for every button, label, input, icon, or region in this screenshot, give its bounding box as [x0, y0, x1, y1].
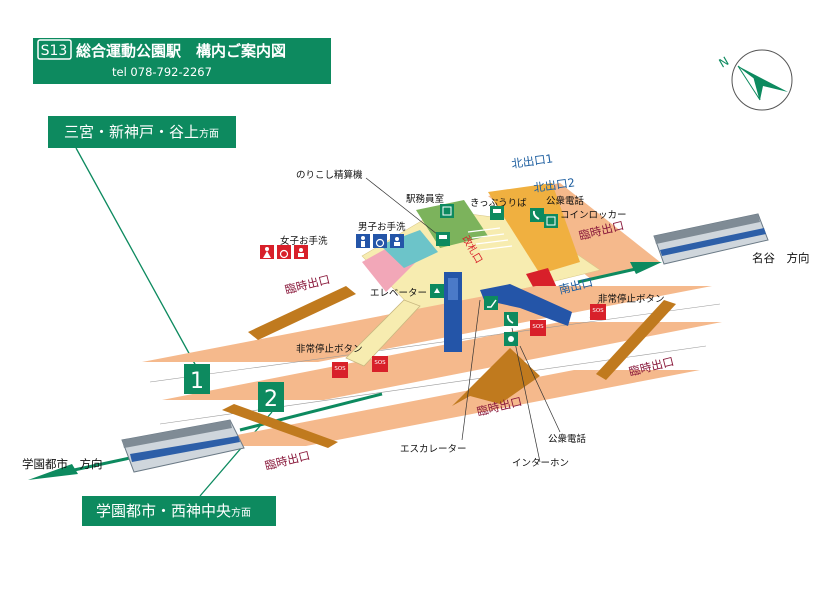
womens-toilet-label: 女子お手洗 [280, 235, 328, 247]
station-header: S13 総合運動公園駅 構内ご案内図 tel 078-792-2267 [33, 38, 331, 84]
ticket-area [488, 183, 580, 274]
stairs [222, 286, 676, 448]
direction-top-main: 三宮・新神戸・谷上 [64, 123, 199, 141]
emergency-stop-right-label: 非常停止ボタン [598, 293, 665, 305]
fare-adjust-label: のりこし精算機 [296, 169, 363, 181]
north-exit-1: 北出口1 [510, 151, 553, 171]
direction-box-bottom: 学園都市・西神中央方面 [82, 411, 276, 526]
train-icon [121, 419, 245, 473]
platforms [28, 262, 722, 480]
office-label: 駅務員室 [406, 193, 444, 205]
sos-label-4: SOS [592, 308, 604, 314]
north-arrow-icon: N [717, 49, 793, 111]
station-code: S13 [41, 43, 68, 59]
sos-button-icon-2: SOS [372, 356, 388, 372]
phone-bottom-label: 公衆電話 [548, 433, 587, 445]
escalator-label: エスカレーター [400, 444, 467, 455]
office-icon [440, 204, 454, 218]
fare-adjust-icon [436, 232, 450, 246]
emergency-stop-left-label: 非常停止ボタン [296, 343, 363, 355]
wheelchair-icon [277, 245, 291, 259]
train-icon-right [653, 213, 769, 265]
baby-icon [294, 245, 308, 259]
svg-text:学園都市・西神中央方面: 学園都市・西神中央方面 [96, 502, 251, 520]
platform-lower [180, 370, 700, 446]
sos-label-3: SOS [532, 324, 544, 330]
track-1-sign: 1 [184, 364, 210, 394]
elevator-label: エレベーター [370, 288, 427, 299]
direction-bottom-main: 学園都市・西神中央 [96, 502, 231, 520]
upper-concourse [361, 183, 660, 317]
track-1-label: 1 [190, 369, 204, 394]
stair-right [596, 300, 676, 380]
station-office-area [416, 200, 488, 248]
svg-text:三宮・新神戸・谷上方面: 三宮・新神戸・谷上方面 [64, 123, 219, 141]
sos-button-icon-3: SOS [530, 320, 546, 336]
stair-lower-center [452, 348, 540, 406]
tickets-label: きっぷうりば [470, 198, 527, 209]
elevator-icon [430, 284, 444, 298]
sos-label-2: SOS [374, 360, 386, 366]
stair-lower-left [222, 404, 338, 448]
phone-icon [530, 208, 544, 222]
track-2-sign: 2 [258, 382, 284, 412]
platform-upper [142, 286, 712, 362]
right-train-direction: 名谷 方向 [752, 251, 810, 265]
escalator [480, 284, 572, 326]
stair-center [345, 299, 421, 367]
direction-bottom-suffix: 方面 [231, 506, 251, 519]
sos-label-1: SOS [334, 366, 346, 372]
toilet-women-icon [260, 245, 274, 259]
phone-top-label: 公衆電話 [546, 195, 585, 207]
north-exit-2: 北出口2 [532, 175, 575, 195]
north-label: N [717, 54, 732, 71]
temp-exit-1: 臨時出口 [283, 272, 331, 297]
sos-button-icon: SOS [332, 362, 348, 378]
escalator-icon [484, 296, 498, 310]
intercom-label: インターホン [512, 458, 569, 469]
station-title: 総合運動公園駅 構内ご案内図 [76, 42, 286, 60]
mens-toilet-area [380, 230, 438, 268]
locker-label: コインロッカー [560, 210, 627, 221]
sos-button-icon-4: SOS [590, 304, 606, 320]
phone-icon-platform [504, 312, 518, 326]
toilet-men-icon [356, 234, 370, 248]
ticket-machine-icon [490, 206, 504, 220]
platform-middle [162, 322, 722, 400]
left-train-direction: 学園都市 方向 [22, 457, 103, 471]
track-2-label: 2 [264, 387, 278, 412]
baby-icon-mens [390, 234, 404, 248]
direction-box-top: 三宮・新神戸・谷上方面 [48, 116, 236, 367]
station-tel: tel 078-792-2267 [112, 65, 212, 79]
mens-toilet-label: 男子お手洗 [358, 221, 406, 233]
wheelchair-icon-mens [373, 234, 387, 248]
temp-exit-5: 臨時出口 [263, 448, 311, 473]
intercom-icon [504, 332, 518, 346]
locker-icon [544, 214, 558, 228]
stair-left-top [248, 286, 356, 340]
direction-top-suffix: 方面 [199, 127, 219, 140]
